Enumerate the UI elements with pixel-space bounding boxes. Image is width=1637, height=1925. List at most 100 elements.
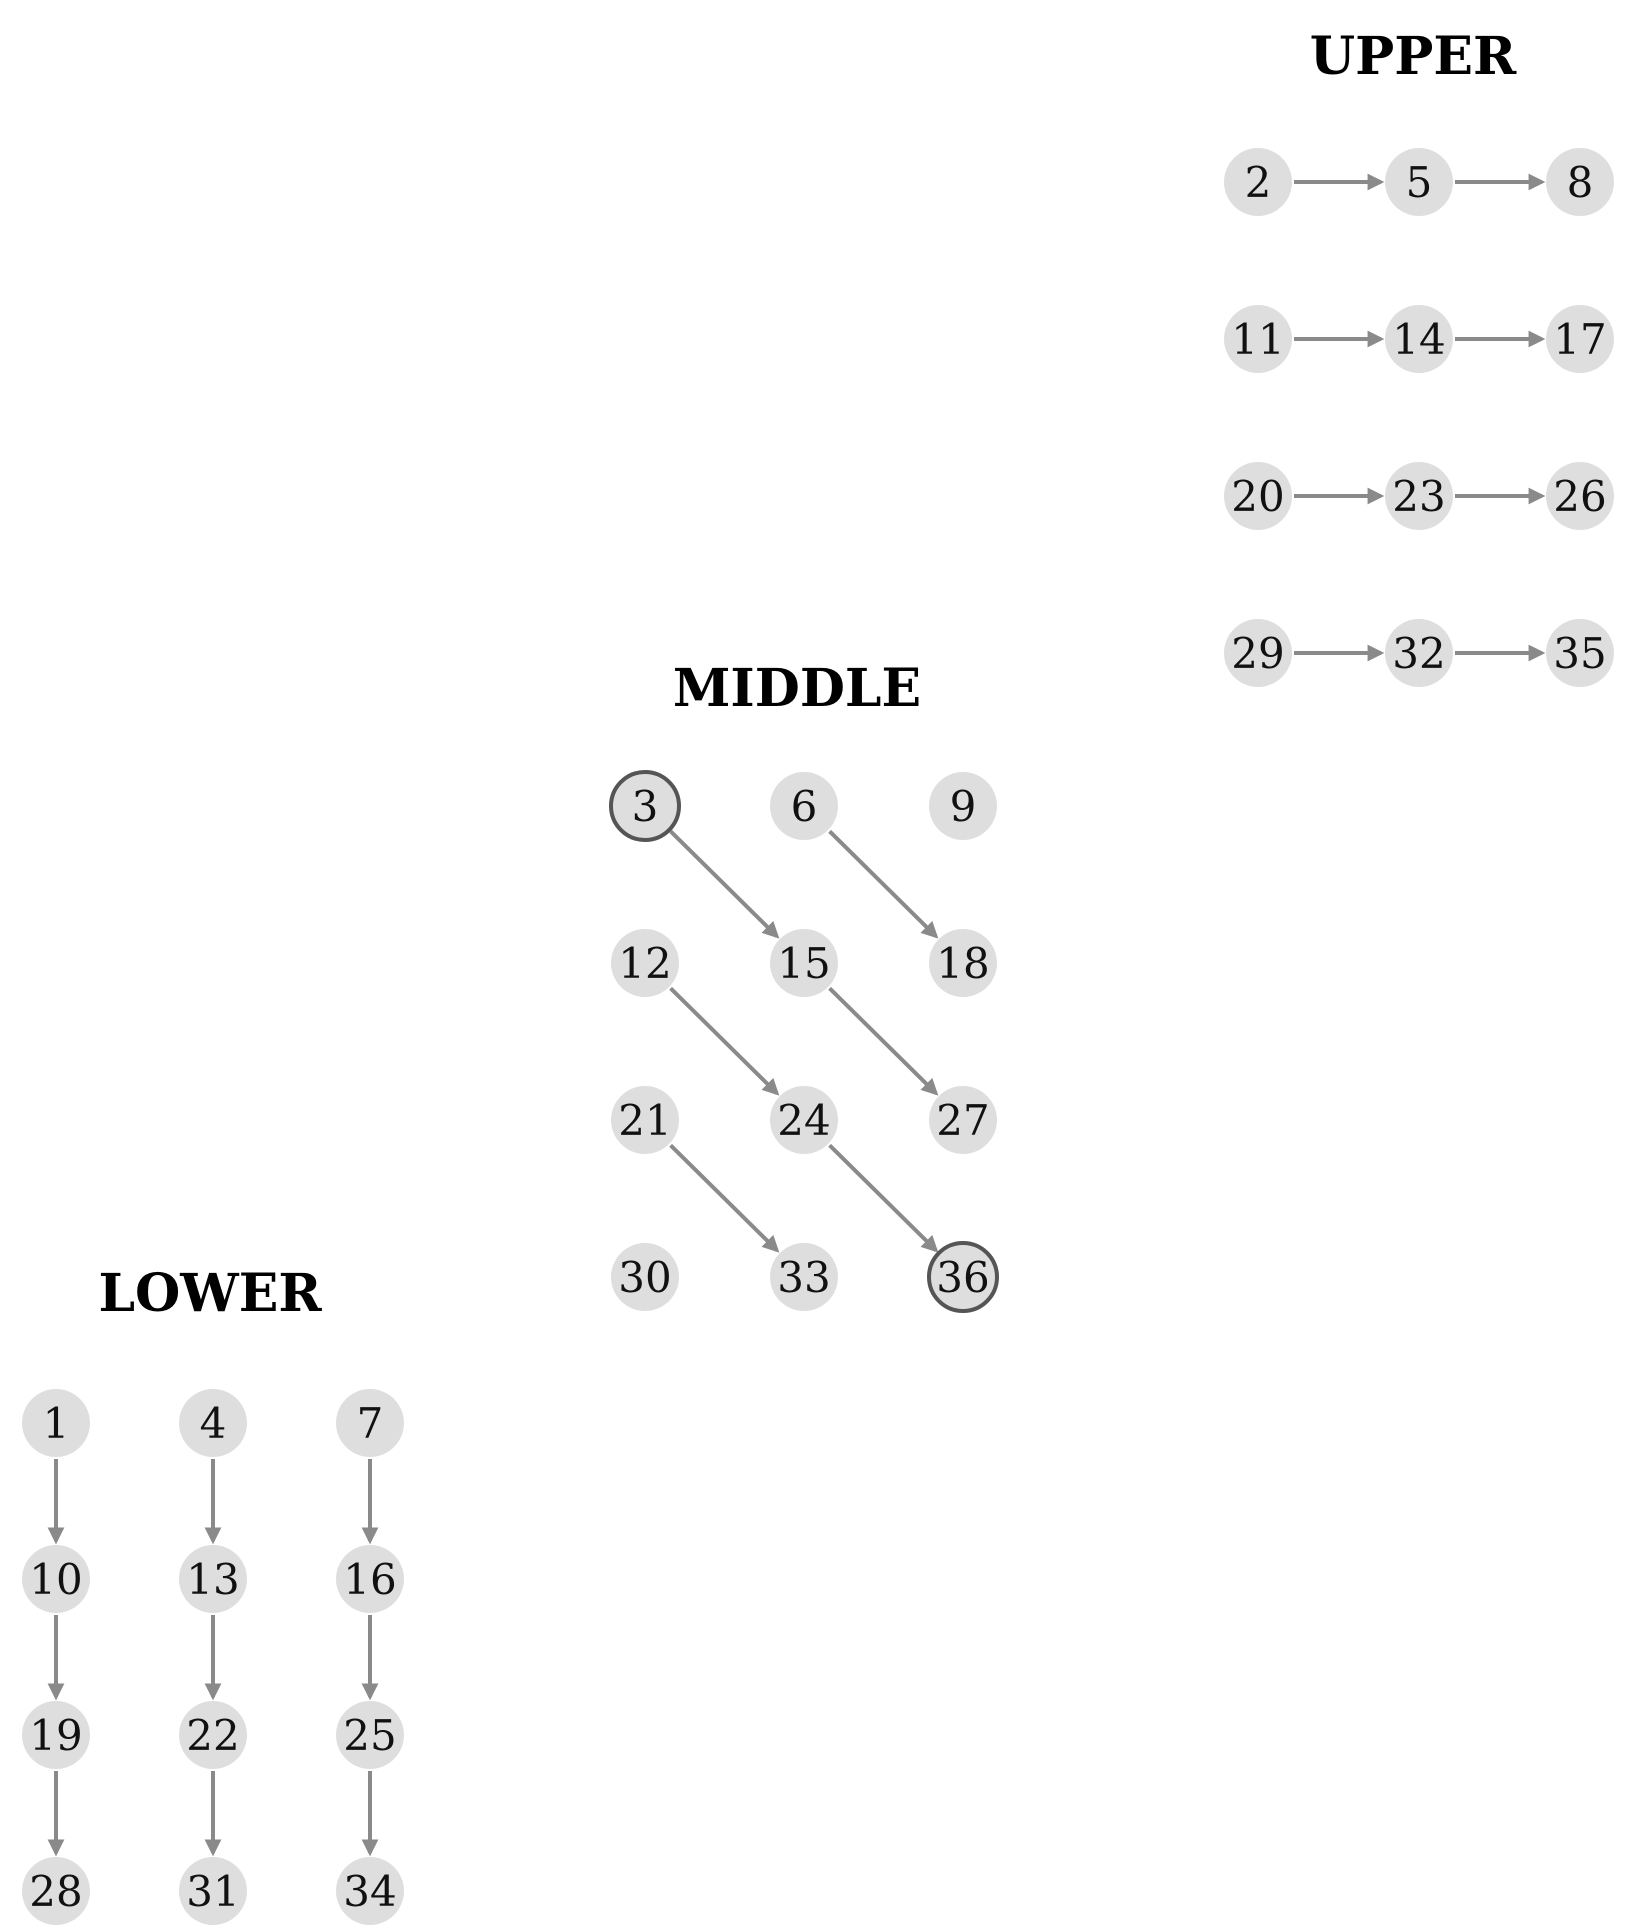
node-circle	[1224, 462, 1292, 530]
node-10: 10	[22, 1545, 90, 1613]
node-36: 36	[927, 1241, 999, 1313]
node-19: 19	[22, 1701, 90, 1769]
node-label: 13	[186, 1555, 239, 1604]
node-label: 34	[343, 1867, 396, 1916]
node-label: 26	[1553, 472, 1606, 521]
node-circle	[929, 772, 997, 840]
group-lower: LOWER 1 4 7 10 13 16 19 22 25 28 31 34	[22, 1263, 404, 1925]
node-circle	[22, 1545, 90, 1613]
node-circle	[22, 1857, 90, 1925]
node-20: 20	[1224, 462, 1292, 530]
node-label: 36	[936, 1253, 989, 1302]
node-circle	[336, 1389, 404, 1457]
node-label: 22	[186, 1711, 239, 1760]
node-circle	[611, 929, 679, 997]
node-label: 2	[1245, 158, 1272, 207]
node-circle	[611, 1086, 679, 1154]
edge-3-to-15	[669, 829, 780, 939]
node-4: 4	[179, 1389, 247, 1457]
node-13: 13	[179, 1545, 247, 1613]
node-circle	[1546, 462, 1614, 530]
node-16: 16	[336, 1545, 404, 1613]
node-circle	[1385, 619, 1453, 687]
node-label: 31	[186, 1867, 239, 1916]
node-label: 33	[777, 1253, 830, 1302]
node-30: 30	[611, 1243, 679, 1311]
edges-middle	[669, 829, 939, 1253]
node-15: 15	[770, 929, 838, 997]
node-circle	[336, 1545, 404, 1613]
group-title-middle: MIDDLE	[673, 658, 921, 719]
node-label: 19	[29, 1711, 82, 1760]
node-label: 14	[1392, 315, 1445, 364]
edge-6-to-18	[828, 829, 939, 939]
node-label: 30	[618, 1253, 671, 1302]
node-circle-marked	[609, 770, 681, 842]
node-29: 29	[1224, 619, 1292, 687]
node-25: 25	[336, 1701, 404, 1769]
node-14: 14	[1385, 305, 1453, 373]
node-1: 1	[22, 1389, 90, 1457]
node-circle	[1385, 148, 1453, 216]
node-circle	[1385, 305, 1453, 373]
edge-24-to-36	[828, 1143, 939, 1253]
node-circle	[770, 772, 838, 840]
node-label: 6	[791, 782, 818, 831]
node-circle	[1546, 148, 1614, 216]
node-8: 8	[1546, 148, 1614, 216]
node-circle-marked	[927, 1241, 999, 1313]
node-circle	[770, 1086, 838, 1154]
node-11: 11	[1224, 305, 1292, 373]
node-32: 32	[1385, 619, 1453, 687]
node-label: 7	[357, 1399, 384, 1448]
group-title-lower: LOWER	[98, 1263, 322, 1324]
node-label: 3	[632, 782, 659, 831]
node-circle	[179, 1545, 247, 1613]
node-21: 21	[611, 1086, 679, 1154]
node-24: 24	[770, 1086, 838, 1154]
node-label: 15	[777, 939, 830, 988]
group-title-upper: UPPER	[1310, 26, 1517, 87]
node-label: 16	[343, 1555, 396, 1604]
node-label: 25	[343, 1711, 396, 1760]
node-2: 2	[1224, 148, 1292, 216]
node-33: 33	[770, 1243, 838, 1311]
node-18: 18	[929, 929, 997, 997]
node-label: 32	[1392, 629, 1445, 678]
node-circle	[770, 929, 838, 997]
node-23: 23	[1385, 462, 1453, 530]
node-label: 4	[200, 1399, 227, 1448]
node-label: 23	[1392, 472, 1445, 521]
node-31: 31	[179, 1857, 247, 1925]
node-label: 28	[29, 1867, 82, 1916]
node-9: 9	[929, 772, 997, 840]
node-28: 28	[22, 1857, 90, 1925]
node-label: 5	[1406, 158, 1433, 207]
node-label: 20	[1231, 472, 1284, 521]
node-circle	[1224, 148, 1292, 216]
node-circle	[179, 1857, 247, 1925]
node-label: 27	[936, 1096, 989, 1145]
edges-lower	[47, 1459, 379, 1857]
node-7: 7	[336, 1389, 404, 1457]
node-3: 3	[609, 770, 681, 842]
node-circle	[179, 1389, 247, 1457]
node-circle	[1546, 305, 1614, 373]
node-label: 10	[29, 1555, 82, 1604]
node-label: 24	[777, 1096, 830, 1145]
node-label: 11	[1231, 315, 1284, 364]
node-12: 12	[611, 929, 679, 997]
node-label: 35	[1553, 629, 1606, 678]
node-27: 27	[929, 1086, 997, 1154]
node-label: 1	[43, 1399, 70, 1448]
node-circle	[1224, 305, 1292, 373]
node-circle	[336, 1857, 404, 1925]
node-label: 12	[618, 939, 671, 988]
node-circle	[22, 1389, 90, 1457]
node-circle	[1224, 619, 1292, 687]
